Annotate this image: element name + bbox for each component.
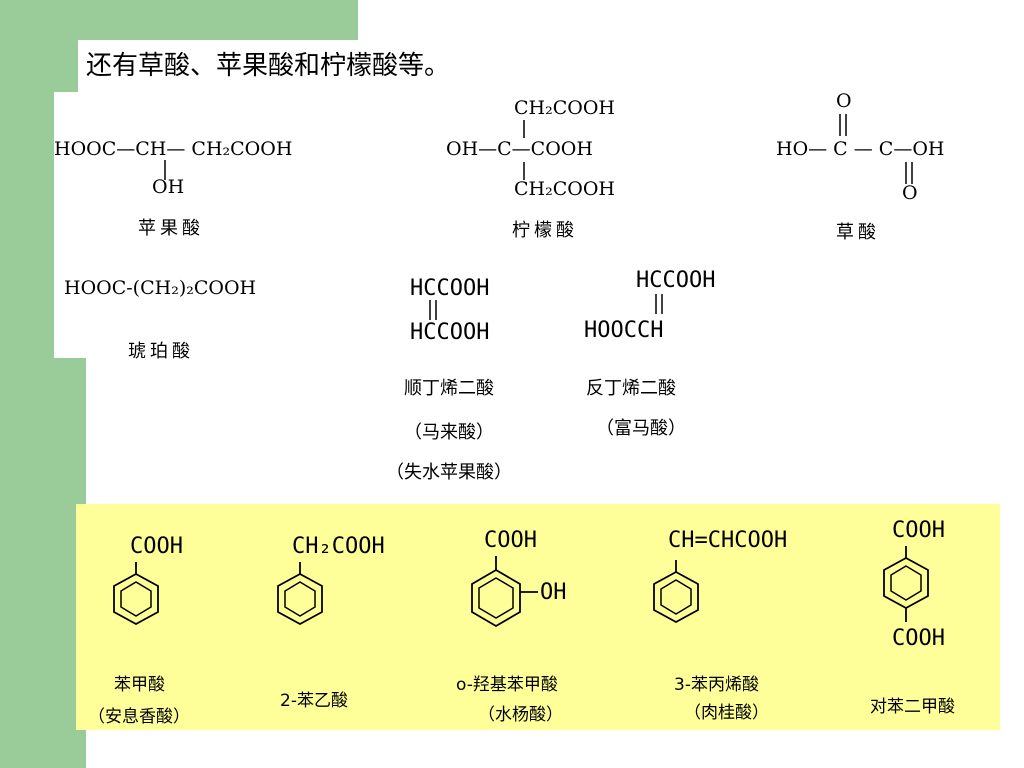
oxalic-name: 草酸	[836, 222, 880, 243]
oxalic-o-bottom: O	[902, 182, 918, 204]
benzoic-group: COOH	[130, 534, 183, 559]
maleic-line2: HCCOOH	[410, 320, 490, 345]
cinnamic-name: 3-苯丙烯酸	[674, 675, 759, 695]
fumaric-alias: （富马酸）	[596, 418, 686, 439]
salicylic-oh: OH	[540, 580, 567, 605]
succinic-formula: HOOC-(CH₂)₂COOH	[64, 277, 257, 299]
salicylic-name: o-羟基苯甲酸	[456, 675, 558, 695]
fumaric-double-bond	[655, 294, 663, 314]
succinic-name: 琥珀酸	[128, 341, 194, 362]
maleic-name: 顺丁烯二酸	[404, 378, 494, 399]
phenylacetic-group: CH₂COOH	[292, 534, 385, 559]
maleic-double-bond	[429, 300, 437, 320]
malic-formula: HOOC—CH— CH₂COOH	[54, 138, 293, 160]
benzoic-alias: （安息香酸）	[88, 707, 190, 727]
oxalic-double-bond-bottom	[905, 162, 913, 184]
benzoic-name: 苯甲酸	[114, 675, 165, 695]
formula-panel-right	[394, 92, 1014, 492]
oxalic-main: HO— C — C—OH	[776, 138, 945, 160]
citric-center: OH—C—COOH	[446, 138, 593, 160]
fumaric-line2: HOOCCH	[584, 318, 664, 343]
phenylacetic-ring	[277, 562, 323, 626]
salicylic-ring	[471, 556, 538, 628]
phenylacetic-name: 2-苯乙酸	[280, 691, 348, 711]
slide-title: 还有草酸、苹果酸和柠檬酸等。	[78, 40, 560, 92]
maleic-line1: HCCOOH	[410, 276, 490, 301]
malic-oh: OH	[152, 176, 185, 198]
maleic-alias-2: （失水苹果酸）	[386, 462, 512, 483]
oxalic-double-bond-top	[839, 114, 847, 136]
salicylic-group: COOH	[484, 528, 537, 553]
terephthalic-group-top: COOH	[892, 518, 945, 543]
malic-name: 苹果酸	[138, 218, 204, 239]
terephthalic-name: 对苯二甲酸	[870, 697, 955, 717]
citric-name: 柠檬酸	[512, 220, 578, 241]
maleic-alias-1: （马来酸）	[404, 422, 494, 443]
malic-bond	[164, 160, 166, 180]
citric-bond-bottom	[523, 162, 525, 180]
cinnamic-group: CH=CHCOOH	[668, 528, 788, 553]
citric-bottom: CH₂COOH	[514, 178, 615, 200]
fumaric-name: 反丁烯二酸	[586, 378, 676, 399]
oxalic-o-top: O	[836, 90, 852, 112]
formula-panel-left	[54, 92, 394, 358]
terephthalic-group-bottom: COOH	[892, 626, 945, 651]
benzoic-ring	[113, 562, 159, 626]
fumaric-line1: HCCOOH	[636, 268, 716, 293]
salicylic-alias: （水杨酸）	[478, 705, 563, 725]
cinnamic-ring	[653, 560, 699, 624]
citric-top: CH₂COOH	[514, 97, 615, 119]
terephthalic-ring	[883, 546, 929, 622]
citric-bond-top	[523, 120, 525, 138]
aromatic-acids-panel	[76, 504, 1000, 730]
cinnamic-alias: （肉桂酸）	[684, 703, 769, 723]
